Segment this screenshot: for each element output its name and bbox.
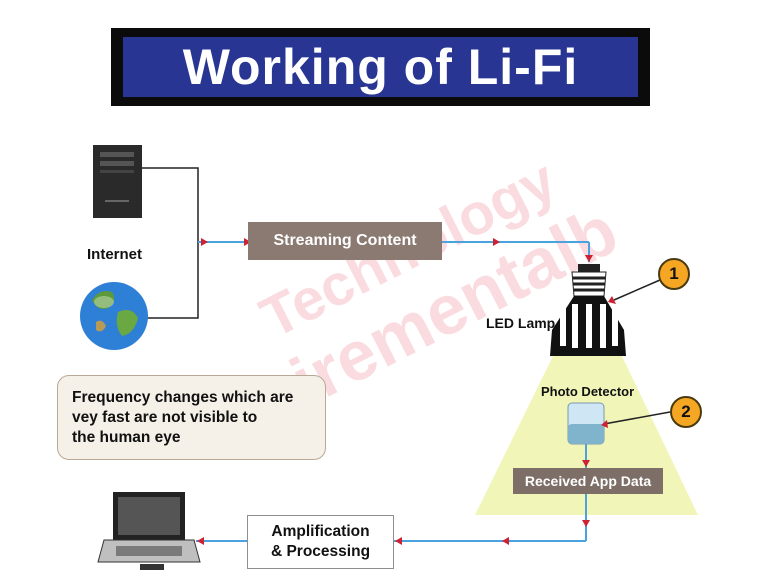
arrowhead <box>493 238 500 246</box>
note-line-3: the human eye <box>72 429 181 446</box>
arrowhead <box>582 460 590 467</box>
arrowhead <box>582 520 590 527</box>
streaming-content-box: Streaming Content <box>248 222 442 260</box>
arrowhead <box>585 255 593 262</box>
note-line-2: vey fast are not visible to <box>72 409 258 426</box>
badge-1: 1 <box>658 258 690 290</box>
led-lamp-label: LED Lamp <box>486 315 556 331</box>
arrowhead <box>244 238 251 246</box>
note-line-1: Frequency changes which are <box>72 389 294 406</box>
page-title: Working of Li-Fi <box>123 37 638 97</box>
amplification-box: Amplification & Processing <box>247 515 394 569</box>
photo-detector-icon <box>567 402 605 445</box>
received-app-data-box: Received App Data <box>513 468 663 494</box>
arrowhead <box>395 537 402 545</box>
arrowhead <box>601 420 608 428</box>
globe-icon <box>80 282 148 350</box>
connector-internet-bracket <box>142 167 199 319</box>
arrowhead <box>608 296 616 304</box>
amplification-line-1: Amplification <box>271 523 370 540</box>
badge-1-pointer <box>613 279 661 301</box>
computer-tower-icon <box>93 145 142 218</box>
laptop-icon <box>97 492 201 570</box>
note-box: Frequency changes which are vey fast are… <box>57 375 326 460</box>
amplification-line-2: & Processing <box>270 543 371 560</box>
photo-detector-label: Photo Detector <box>541 384 635 399</box>
badge-2-pointer <box>603 411 671 425</box>
arrowhead <box>197 537 204 545</box>
badge-2: 2 <box>670 396 702 428</box>
led-lamp-icon <box>550 264 626 356</box>
arrowhead <box>201 238 208 246</box>
arrowhead <box>502 537 509 545</box>
internet-label: Internet <box>87 246 143 263</box>
title-banner: Working of Li-Fi <box>111 28 650 106</box>
